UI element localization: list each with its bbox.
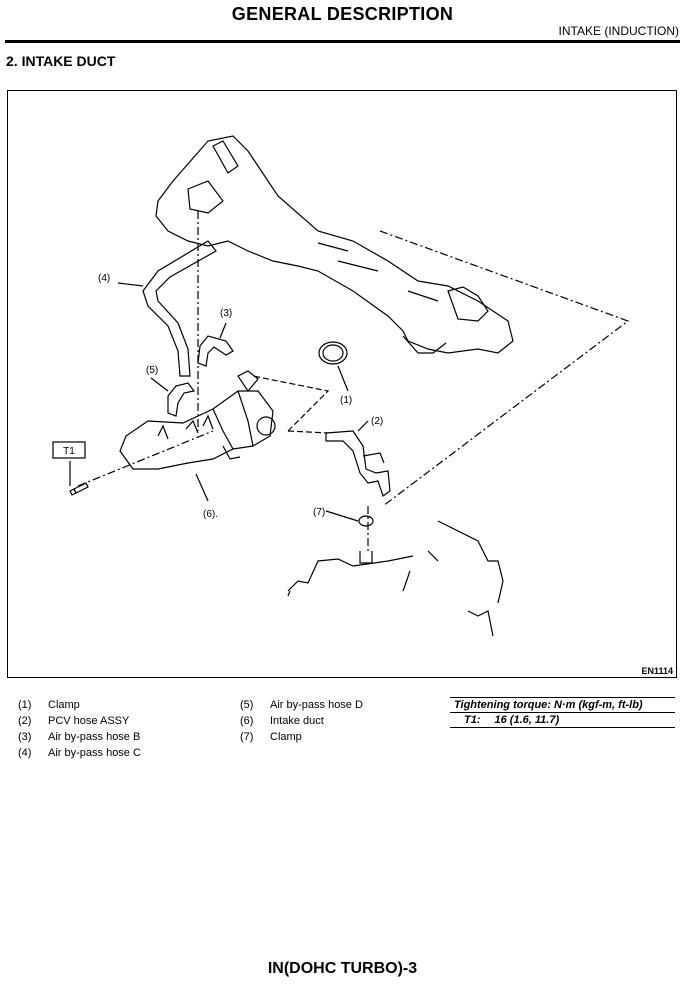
callout-4: (4): [98, 273, 110, 284]
torque-heading: Tightening torque: N·m (kgf-m, ft-lb): [450, 697, 675, 713]
intake-duct: [119, 390, 274, 470]
page-header-subtitle: INTAKE (INDUCTION): [558, 24, 679, 38]
section-title: 2. INTAKE DUCT: [6, 53, 116, 69]
legend-item: (4) Air by-pass hose C: [18, 745, 141, 761]
page-number: IN(DOHC TURBO)-3: [267, 960, 418, 977]
legend-num: (2): [18, 715, 32, 727]
callout-1: (1): [340, 395, 352, 406]
torque-row: T1: 16 (1.6, 11.7): [450, 713, 675, 728]
clamp-7: [358, 515, 374, 527]
legend-num: (5): [240, 699, 254, 711]
legend-num: (3): [18, 731, 32, 743]
torque-spec-box: Tightening torque: N·m (kgf-m, ft-lb) T1…: [450, 697, 675, 728]
legend-item: (2) PCV hose ASSY: [18, 713, 141, 729]
callout-3: (3): [220, 308, 232, 319]
legend-label: Intake duct: [270, 715, 324, 727]
legend-num: (4): [18, 747, 32, 759]
exploded-view-drawing: (4) (3) (5) (1) (2) (6). (7) T1: [52, 135, 630, 637]
clamp-1: [318, 341, 348, 365]
legend-item: (6) Intake duct: [240, 713, 363, 729]
torque-value: 16 (1.6, 11.7): [494, 714, 560, 726]
legend-item: (5) Air by-pass hose D: [240, 697, 363, 713]
figure-code: EN1114: [641, 666, 673, 676]
manifold-outline: [155, 135, 514, 354]
intake-duct-diagram: (4) (3) (5) (1) (2) (6). (7) T1: [7, 90, 677, 678]
legend-column-2: (5) Air by-pass hose D (6) Intake duct (7)…: [240, 697, 363, 745]
legend-item: (7) Clamp: [240, 729, 363, 745]
torque-tag-label: T1: [63, 446, 75, 457]
page-header-title: GENERAL DESCRIPTION: [231, 4, 454, 24]
legend-column-1: (1) Clamp (2) PCV hose ASSY (3) Air by-pass…: [18, 697, 141, 761]
legend-label: PCV hose ASSY: [48, 715, 130, 727]
legend-label: Clamp: [48, 699, 80, 711]
legend-num: (7): [240, 731, 254, 743]
legend-item: (3) Air by-pass hose B: [18, 729, 141, 745]
pcv-hose-assy: [325, 430, 391, 497]
air-bypass-hose-b: [197, 335, 234, 367]
callout-6: (6).: [203, 509, 218, 520]
air-bypass-hose-d: [167, 382, 196, 417]
air-bypass-hose-c: [142, 240, 217, 377]
callout-5: (5): [146, 365, 158, 376]
torque-item: T1:: [464, 714, 481, 726]
header-rule: [5, 40, 680, 43]
callout-7: (7): [313, 507, 325, 518]
legend-num: (6): [240, 715, 254, 727]
legend-num: (1): [18, 699, 32, 711]
callout-2: (2): [371, 416, 383, 427]
legend-label: Clamp: [270, 731, 302, 743]
legend-label: Air by-pass hose B: [48, 731, 141, 743]
legend-label: Air by-pass hose D: [270, 699, 363, 711]
torque-tag-t1: [52, 441, 86, 459]
legend-item: (1) Clamp: [18, 697, 141, 713]
legend-label: Air by-pass hose C: [48, 747, 141, 759]
